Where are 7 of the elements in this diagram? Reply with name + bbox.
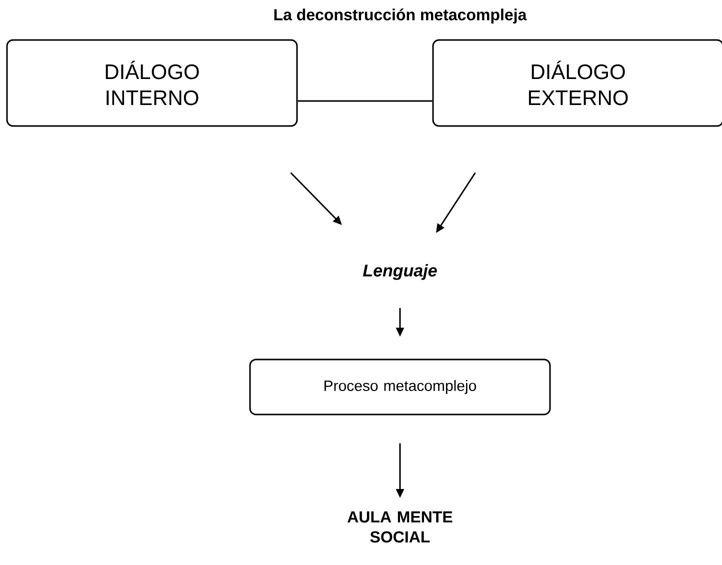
process-box: DIÁLOGO EXTERNO xyxy=(432,39,722,127)
node-label: Lenguaje xyxy=(363,264,437,280)
title: La deconstrucción metacompleja xyxy=(274,8,527,24)
connector-line xyxy=(298,100,432,102)
node-label: AULA MENTE SOCIAL xyxy=(348,511,452,543)
process-box: Proceso metacomplejo xyxy=(249,358,551,416)
process-box: DIÁLOGO INTERNO xyxy=(6,39,298,127)
